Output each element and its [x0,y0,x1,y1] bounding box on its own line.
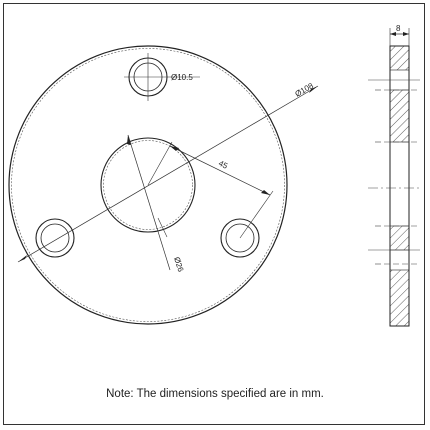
center-hole-inner [103,140,193,230]
bolt-hole-right [220,218,260,258]
outer-diameter-line [17,85,319,263]
bolt-hole-label: Ø10.5 [171,73,193,82]
units-note: Note: The dimensions specified are in mm… [106,388,324,400]
center-hole-leader [127,134,171,271]
outer-disc-inner-edge [11,48,285,322]
side-view: 8 [368,24,420,327]
thickness-label: 8 [396,24,401,33]
pitch-radius-label: 45 [217,159,229,171]
drawing-frame [3,3,425,425]
center-hole-label: Ø26 [172,256,185,274]
outer-disc [8,45,288,325]
bolt-hole-top [124,53,200,101]
pitch-dim-line [169,145,271,196]
front-view: Ø10.5 Ø108 45 Ø26 [8,45,319,325]
bolt-hole-left [35,218,75,258]
outer-diameter-label: Ø108 [294,81,316,99]
center-hole [100,137,196,233]
